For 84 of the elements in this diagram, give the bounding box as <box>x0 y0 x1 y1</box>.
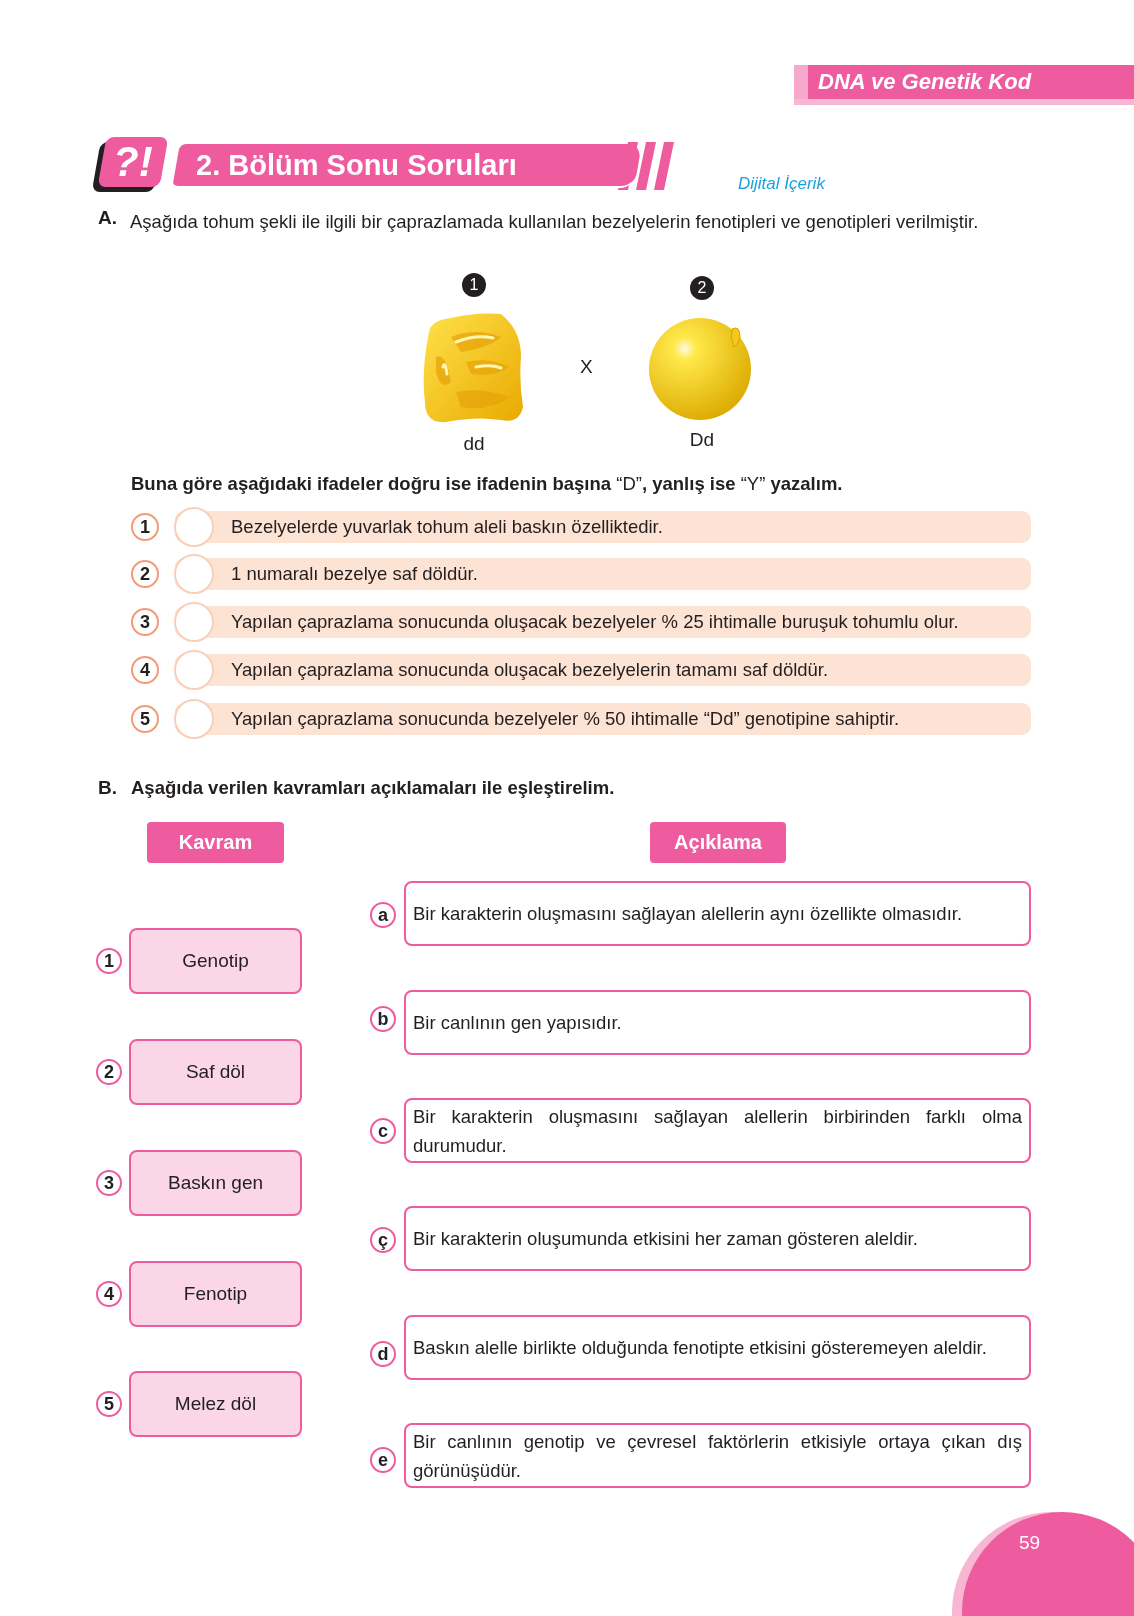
section-banner <box>794 65 1134 105</box>
definition-text: Bir karakterin oluşumunda etkisini her zaman gösteren aleldir. <box>413 1227 918 1251</box>
definition-box <box>404 881 1031 946</box>
column-header <box>650 822 786 863</box>
letter-circle <box>370 1341 396 1367</box>
genotype-label: Dd <box>689 429 715 451</box>
number-circle <box>131 560 159 588</box>
definition-box <box>404 1315 1031 1380</box>
letter-circle <box>370 1118 396 1144</box>
number: 3 <box>140 611 150 633</box>
cross-sign: X <box>580 356 594 378</box>
title-text: 2. Bölüm Sonu Soruları <box>196 148 517 182</box>
definition-box <box>404 1098 1031 1163</box>
definition-box <box>404 1206 1031 1271</box>
definition-text: Bir karakterin oluşmasını sağlayan alellerin birbirinden farklı olma durumudur. <box>413 1104 1022 1158</box>
letter: 1 <box>104 950 114 972</box>
statement-text: 1 numaralı bezelye saf döldür. <box>231 563 478 585</box>
statement-text: Yapılan çaprazlama sonucunda oluşacak bezelyeler % 25 ihtimalle buruşuk tohumlu olur. <box>231 611 959 633</box>
statement-text: Bezelyelerde yuvarlak tohum aleli baskın özelliktedir. <box>231 516 663 538</box>
banner-text: DNA ve Genetik Kod <box>818 69 1032 95</box>
letter: b <box>377 1008 389 1030</box>
answer-circle <box>174 650 214 690</box>
number: 5 <box>140 708 150 730</box>
concept-box <box>129 1150 302 1216</box>
statement-text: Yapılan çaprazlama sonucunda bezelyeler % 50 ihtimalle “Dd” genotipine sahiptir. <box>231 708 900 730</box>
letter-circle <box>96 948 122 974</box>
number-badge: 2 <box>690 276 714 300</box>
definition-text: Bir canlının gen yapısıdır. <box>413 1011 622 1035</box>
number: 4 <box>140 659 150 681</box>
letter-circle <box>96 1391 122 1417</box>
section-letter: B. <box>98 777 118 799</box>
answer-circle <box>174 507 214 547</box>
number-circle <box>131 513 159 541</box>
letter: 4 <box>104 1283 114 1305</box>
concept-box <box>129 1371 302 1437</box>
concept-text: Melez döl <box>174 1393 257 1415</box>
answer-circle <box>174 554 214 594</box>
concept-text: Saf döl <box>185 1061 246 1083</box>
header-text: Kavram <box>178 831 253 854</box>
intro-text: Aşağıda tohum şekli ile ilgili bir çaprazlamada kullanılan bezelyelerin fenotipleri ve genotipleri verilmiştir. <box>130 210 980 234</box>
concept-box <box>129 1039 302 1105</box>
definition-box <box>404 1423 1031 1488</box>
instruction-text: Aşağıda verilen kavramları açıklamaları ile eşleştirelim. <box>131 777 616 799</box>
header-text: Açıklama <box>674 831 762 854</box>
page-number: 59 <box>1019 1532 1041 1554</box>
letter-circle <box>96 1281 122 1307</box>
letter: 2 <box>104 1061 114 1083</box>
letter: 3 <box>104 1172 114 1194</box>
definition-text: Bir canlının genotip ve çevresel faktörlerin etkisiyle ortaya çıkan dış görünüşüdür. <box>413 1429 1022 1483</box>
statement-text: Yapılan çaprazlama sonucunda oluşacak bezelyelerin tamamı saf döldür. <box>231 659 829 681</box>
number: 2 <box>140 563 150 585</box>
number-circle <box>131 656 159 684</box>
number-circle <box>131 705 159 733</box>
genotype-label: dd <box>463 433 485 455</box>
concept-box <box>129 928 302 994</box>
letter-circle <box>370 1227 396 1253</box>
letter: 5 <box>104 1393 114 1415</box>
definition-box <box>404 990 1031 1055</box>
letter: c <box>378 1120 388 1142</box>
definition-text: Bir karakterin oluşmasını sağlayan alellerin aynı özellikte olmasıdır. <box>413 902 963 926</box>
concept-text: Baskın gen <box>167 1172 264 1194</box>
concept-text: Fenotip <box>183 1283 248 1305</box>
letter-circle <box>370 902 396 928</box>
letter-circle <box>96 1059 122 1085</box>
letter-circle <box>370 1006 396 1032</box>
badge-text: ?! <box>113 138 153 186</box>
answer-circle <box>174 699 214 739</box>
number-circle <box>131 608 159 636</box>
letter-circle <box>96 1170 122 1196</box>
letter: e <box>378 1449 388 1471</box>
section-letter: A. <box>98 207 118 229</box>
number: 1 <box>140 516 150 538</box>
column-header <box>147 822 284 863</box>
answer-circle <box>174 602 214 642</box>
letter: a <box>378 904 388 926</box>
letter: ç <box>378 1229 388 1251</box>
concept-box <box>129 1261 302 1327</box>
letter: d <box>377 1343 389 1365</box>
definition-text: Baskın alelle birlikte olduğunda fenotipte etkisini gösteremeyen aleldir. <box>413 1336 987 1360</box>
instruction-text: Buna göre aşağıdaki ifadeler doğru ise ifadenin başına “D”, yanlış ise “Y” yazalım. <box>131 473 844 495</box>
link-text: Dijital İçerik <box>738 174 827 194</box>
number-badge: 1 <box>462 273 486 297</box>
letter-circle <box>370 1447 396 1473</box>
concept-text: Genotip <box>182 950 249 972</box>
